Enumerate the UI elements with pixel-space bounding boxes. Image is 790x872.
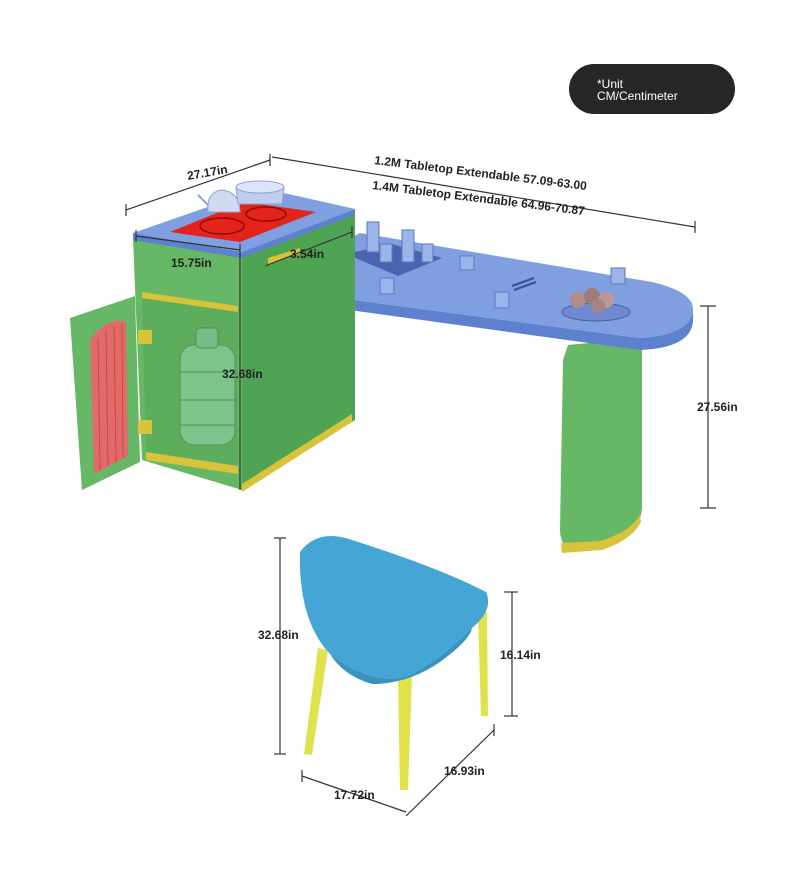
cabinet-side xyxy=(242,213,355,490)
cutlery xyxy=(511,277,535,287)
cup xyxy=(459,255,475,271)
unit-label: *Unit xyxy=(597,77,624,91)
dim-table-height: 27.56in xyxy=(697,400,738,414)
dimension-lines xyxy=(125,154,716,817)
dim-cabinet-width: 15.75in xyxy=(171,256,212,270)
table-pedestal-base xyxy=(561,515,641,553)
burner xyxy=(199,217,245,235)
burner xyxy=(245,206,287,222)
dim-gap: 3.54in xyxy=(290,247,324,261)
chair-leg xyxy=(478,612,488,716)
chair-leg xyxy=(398,676,412,790)
cabinet-trim xyxy=(142,292,238,312)
door-hinge xyxy=(138,330,152,344)
kettle xyxy=(207,189,241,213)
drawer-handle xyxy=(268,248,300,264)
dim-cabinet-height: 32.68in xyxy=(222,367,263,381)
tabletop-edge xyxy=(248,286,693,350)
dim-chair-width: 17.72in xyxy=(334,788,375,802)
table-pedestal xyxy=(560,338,642,548)
glass xyxy=(379,243,393,263)
fruit xyxy=(591,299,605,313)
chair-seat xyxy=(330,628,472,684)
chair xyxy=(299,536,489,790)
dim-seat-height: 16.14in xyxy=(500,648,541,662)
glass xyxy=(401,229,415,263)
cutlery xyxy=(513,281,537,291)
cup xyxy=(610,267,626,285)
cabinet-trim xyxy=(242,414,352,492)
fruit xyxy=(570,292,586,308)
chair-leg xyxy=(304,648,328,755)
unit-badge: *Unit CM/Centimeter xyxy=(569,64,735,114)
door-hinge xyxy=(138,420,152,434)
water-jug xyxy=(179,327,236,446)
cup xyxy=(379,277,395,295)
dim-chair-height: 32.68in xyxy=(258,628,299,642)
dim-chair-depth: 16.93in xyxy=(444,764,485,778)
unit-value: CM/Centimeter xyxy=(597,89,678,103)
glass xyxy=(421,243,434,263)
cup xyxy=(494,291,510,309)
glass xyxy=(366,221,380,253)
door-fluting xyxy=(97,323,124,471)
cabinet-countertop-edge xyxy=(242,209,355,258)
table xyxy=(248,221,694,553)
pot-lid xyxy=(235,180,285,194)
cabinet xyxy=(70,180,355,492)
cabinet-trim xyxy=(146,452,238,474)
kettle-spout xyxy=(197,194,209,206)
dim-cabinet-depth: 27.17in xyxy=(186,162,229,183)
chair-shell xyxy=(299,536,489,679)
